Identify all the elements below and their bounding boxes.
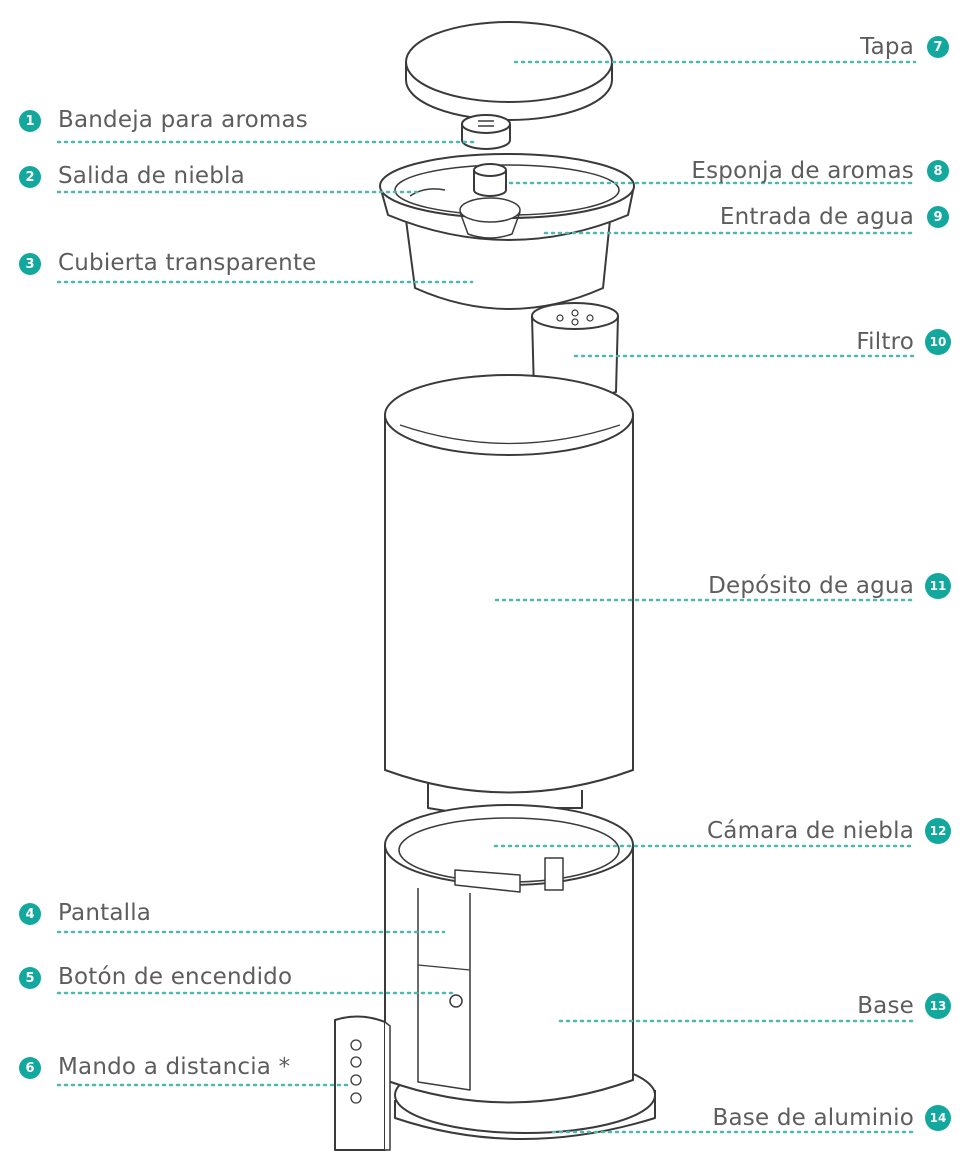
callout-badge-5: 5 (19, 967, 41, 989)
callout-badge-1: 1 (19, 110, 41, 132)
callout-badge-8: 8 (927, 160, 949, 182)
callout-label-mist-outlet: Salida de niebla (58, 163, 245, 189)
transparent-cover-part (379, 153, 635, 310)
callout-label-water-inlet: Entrada de agua (719, 204, 914, 230)
water-tank-part (384, 374, 634, 823)
callout-badge-2: 2 (19, 166, 41, 188)
callout-badge-7: 7 (927, 36, 949, 58)
callout-badge-10: 10 (925, 329, 951, 355)
lid-part (405, 21, 613, 121)
callout-label-base: Base (857, 993, 914, 1019)
remote-control-part (334, 1015, 391, 1151)
callout-label-power-button: Botón de encendido (58, 964, 293, 990)
callout-label-aluminium-base: Base de aluminio (712, 1105, 914, 1131)
callout-label-aroma-sponge: Esponja de aromas (691, 158, 914, 184)
callout-badge-11: 11 (925, 573, 951, 599)
callout-badge-4: 4 (19, 903, 41, 925)
callout-label-aroma-tray: Bandeja para aromas (58, 107, 308, 133)
callout-badge-9: 9 (927, 206, 949, 228)
callout-label-lid: Tapa (860, 34, 914, 60)
callout-label-mist-chamber: Cámara de niebla (707, 818, 914, 844)
base-part (384, 804, 656, 1140)
callout-badge-3: 3 (19, 253, 41, 275)
callout-badge-13: 13 (925, 993, 951, 1019)
callout-label-water-tank: Depósito de agua (708, 573, 914, 599)
callout-badge-6: 6 (19, 1057, 41, 1079)
aroma-tray-part (461, 114, 511, 150)
callout-badge-14: 14 (925, 1105, 951, 1131)
callout-badge-12: 12 (925, 818, 951, 844)
callout-label-filter: Filtro (856, 329, 914, 355)
callout-label-display: Pantalla (58, 900, 152, 926)
callout-label-transparent-cover: Cubierta transparente (58, 250, 317, 276)
callout-label-remote-control: Mando a distancia * (58, 1054, 291, 1080)
